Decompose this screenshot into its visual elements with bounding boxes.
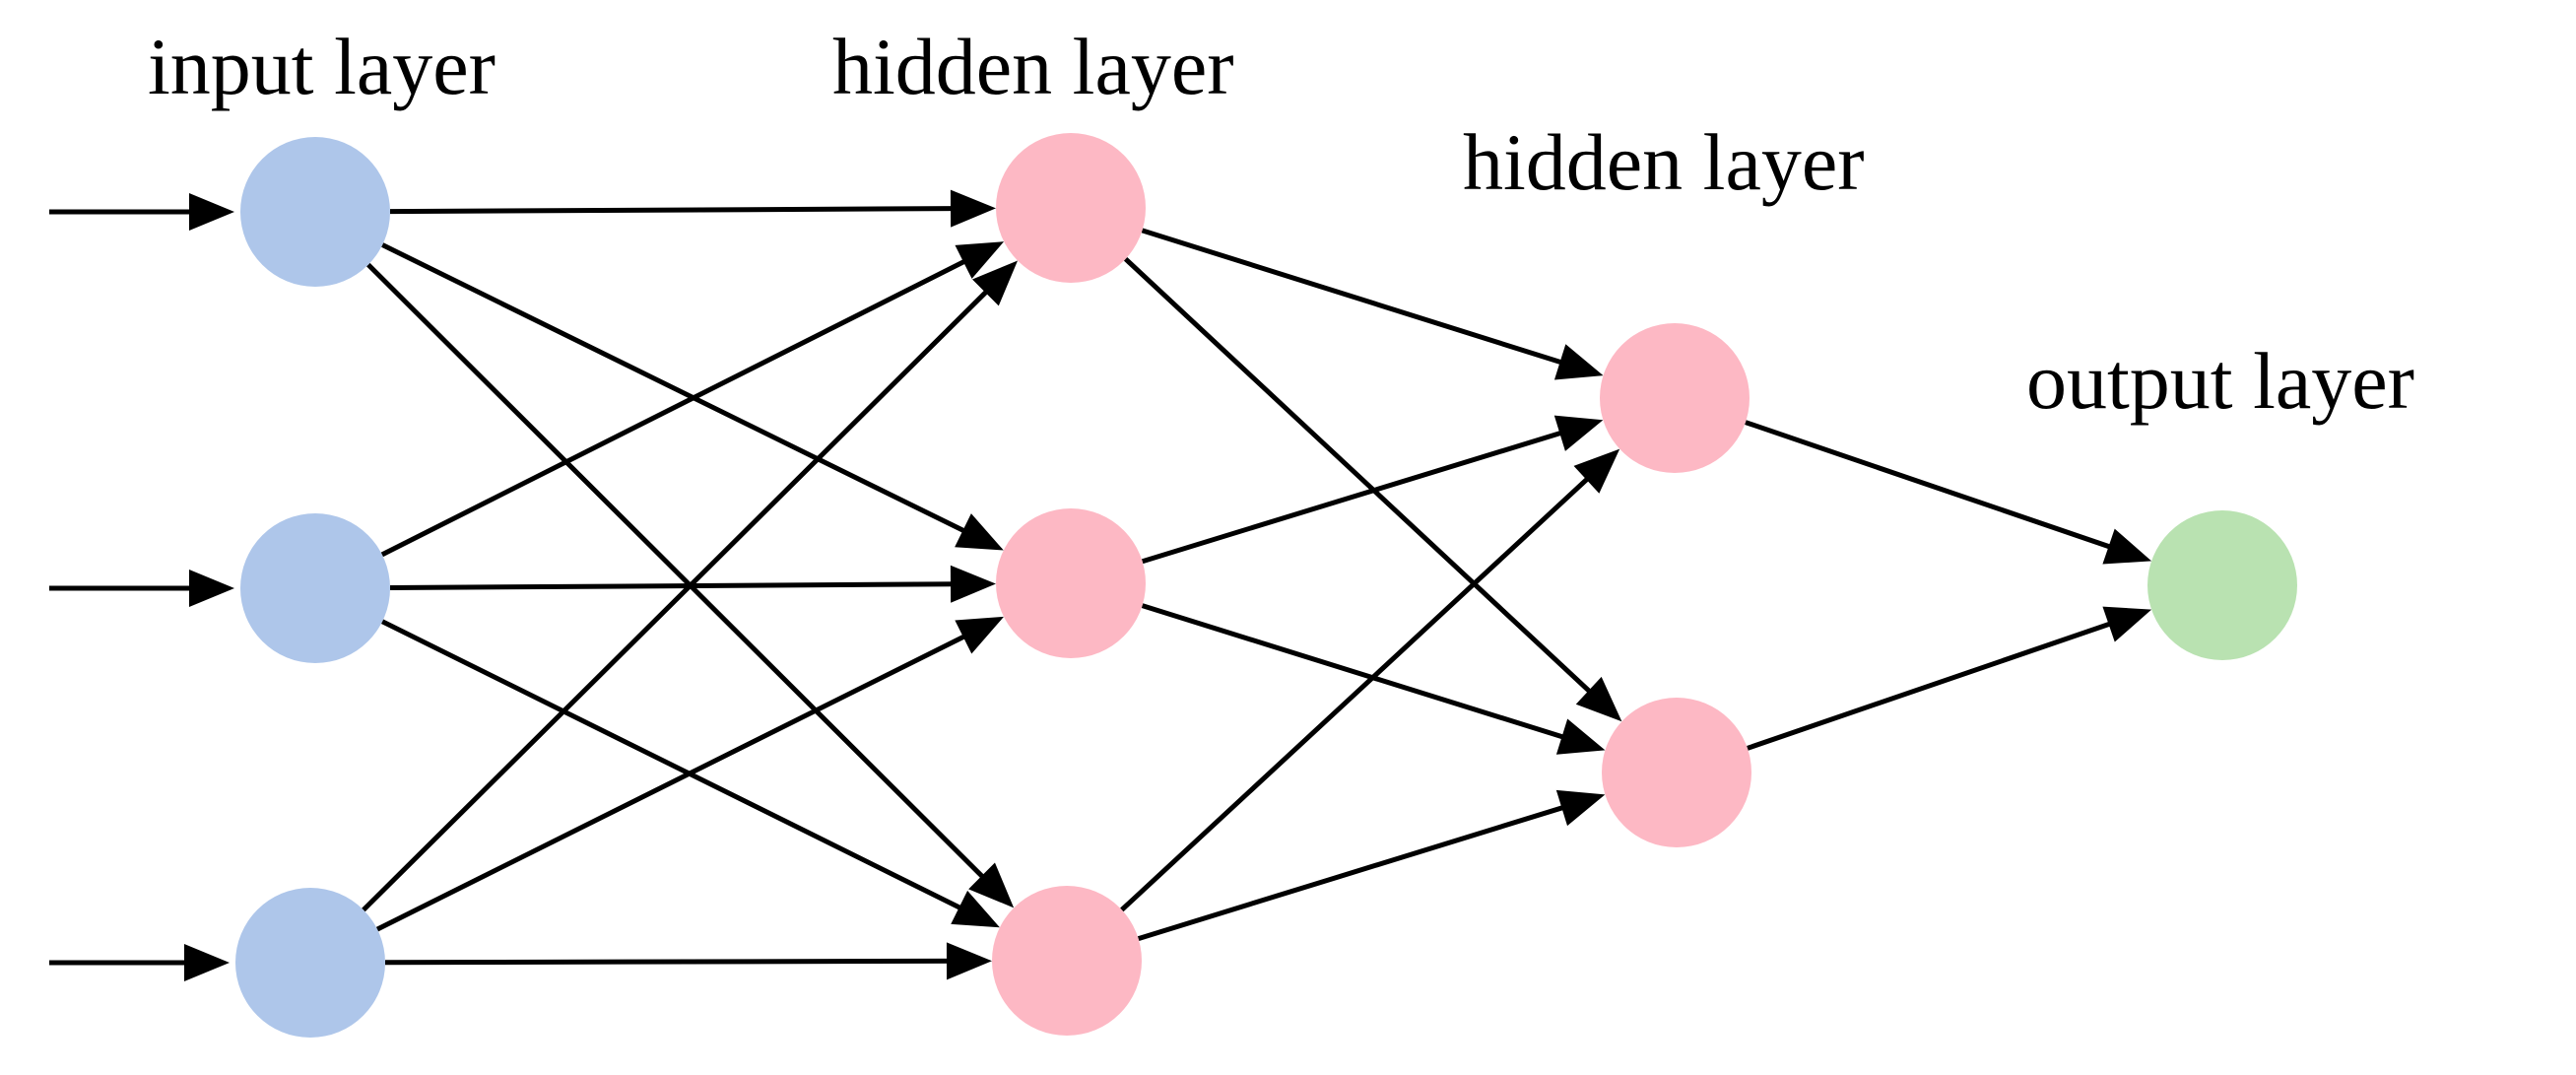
edge-hidden1-3-to-hidden2-1-arrowhead — [1573, 448, 1620, 494]
input-arrow-1-arrowhead — [189, 193, 234, 231]
connections-group — [49, 189, 2152, 981]
edge-hidden2-1-to-output-1 — [1745, 420, 2134, 558]
input-arrow-2-arrowhead — [189, 570, 234, 607]
edge-input-3-to-hidden1-3-arrowhead — [946, 942, 993, 980]
neurons-group — [235, 133, 2297, 1038]
edge-hidden2-2-to-output-1 — [1747, 613, 2135, 751]
edge-input-2-to-hidden1-1-arrowhead — [955, 241, 1005, 279]
edge-input-3-to-hidden1-3 — [384, 958, 973, 966]
edge-hidden1-1-to-hidden2-2 — [1123, 256, 1610, 710]
edge-hidden1-2-to-hidden2-1-arrowhead — [1553, 415, 1604, 451]
edge-input-1-to-hidden1-1 — [389, 206, 977, 215]
hidden1-node-1 — [996, 133, 1146, 283]
input-node-2 — [240, 513, 390, 663]
edge-input-1-to-hidden1-1-arrowhead — [950, 189, 997, 228]
output-layer-label: output layer — [2026, 336, 2414, 426]
hidden1-node-3 — [992, 886, 1142, 1036]
edge-hidden2-2-to-output-1-arrowhead — [2102, 606, 2152, 642]
output-node-1 — [2147, 510, 2297, 660]
hidden1-node-2 — [996, 508, 1146, 658]
edge-input-3-to-hidden1-1-arrowhead — [972, 260, 1019, 306]
hidden-layer-1-label: hidden layer — [832, 22, 1234, 111]
edge-input-2-to-hidden1-3 — [380, 619, 984, 921]
input-layer-label: input layer — [148, 22, 495, 111]
edge-hidden1-1-to-hidden2-1 — [1141, 228, 1586, 372]
edge-input-2-to-hidden1-3-arrowhead — [951, 890, 1000, 928]
edge-input-3-to-hidden1-1 — [362, 272, 1006, 912]
edge-input-2-to-hidden1-2-arrowhead — [950, 565, 997, 603]
edge-input-1-to-hidden1-2-arrowhead — [955, 513, 1004, 551]
edge-hidden1-1-to-hidden2-1-arrowhead — [1553, 344, 1604, 380]
hidden2-node-1 — [1600, 323, 1750, 473]
edge-hidden1-2-to-hidden2-1 — [1141, 423, 1585, 565]
edge-hidden1-1-to-hidden2-2-arrowhead — [1575, 676, 1622, 722]
edge-hidden1-2-to-hidden2-2 — [1141, 603, 1588, 747]
input-node-3 — [235, 888, 385, 1038]
edge-hidden1-3-to-hidden2-1 — [1120, 460, 1608, 912]
edge-input-1-to-hidden1-3-arrowhead — [968, 862, 1015, 908]
edge-input-2-to-hidden1-2 — [389, 581, 977, 591]
hidden-layer-2-label: hidden layer — [1463, 117, 1865, 207]
edge-input-1-to-hidden1-3 — [366, 262, 1002, 897]
edge-hidden2-1-to-output-1-arrowhead — [2102, 528, 2152, 565]
edge-input-3-to-hidden1-2-arrowhead — [955, 616, 1004, 654]
edge-input-2-to-hidden1-1 — [380, 247, 988, 558]
hidden2-node-2 — [1602, 698, 1751, 847]
edge-input-3-to-hidden1-2 — [375, 623, 988, 932]
input-node-1 — [240, 137, 390, 287]
edge-hidden1-3-to-hidden2-2-arrowhead — [1555, 789, 1606, 827]
edge-hidden1-2-to-hidden2-2-arrowhead — [1555, 718, 1606, 755]
input-arrow-3-arrowhead — [184, 944, 230, 981]
edge-hidden1-3-to-hidden2-2 — [1137, 797, 1588, 941]
edge-input-1-to-hidden1-2 — [381, 242, 987, 544]
